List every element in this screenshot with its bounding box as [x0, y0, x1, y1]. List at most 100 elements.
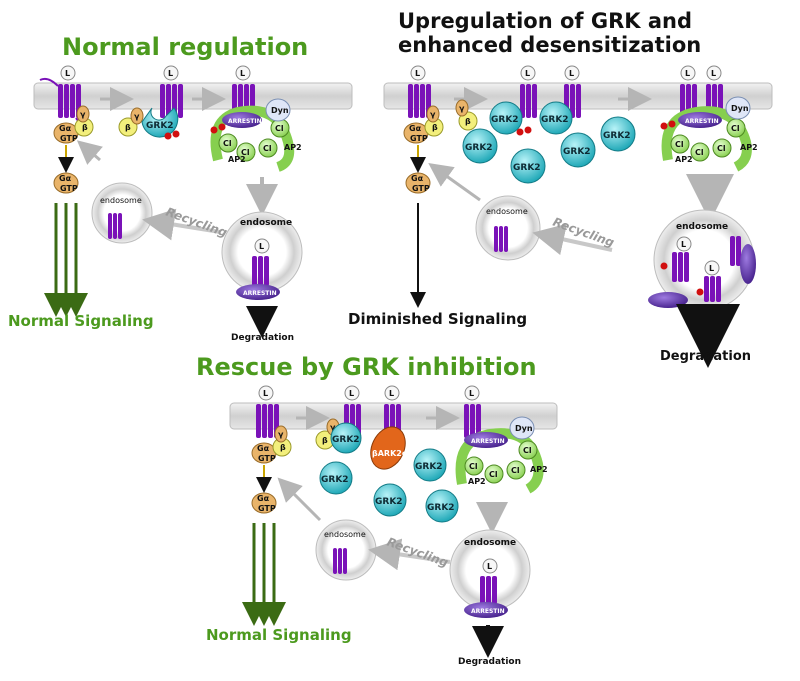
clathrin-label: Cl: [469, 462, 478, 471]
clathrin-label: Cl: [263, 144, 272, 153]
recycling-arrow: [368, 538, 451, 571]
beta-label: β: [465, 117, 471, 126]
title-upregulation-line1: Upregulation of GRK and: [398, 9, 692, 33]
arrestin-label: ARRESTIN: [471, 438, 505, 445]
clathrin-label: Cl: [717, 144, 726, 153]
ligand-label: L: [569, 69, 574, 78]
endosome-label: endosome: [676, 222, 728, 232]
ap2-label: AP2: [468, 477, 486, 486]
ap2-label: AP2: [530, 465, 548, 474]
ligand-label: L: [681, 240, 686, 249]
dyn-label: Dyn: [515, 424, 533, 433]
endosome-label: endosome: [100, 196, 142, 205]
g-beta-gamma: β γ: [455, 99, 478, 131]
g-protein: Gα GTP β γ: [53, 105, 94, 144]
ap2-label: AP2: [284, 143, 302, 152]
ligand-label: L: [487, 562, 492, 571]
endosome-degradation: endosome L ARRESTIN: [221, 211, 303, 300]
internalization-complex: L Cl Cl Cl Cl AP2 AP2 ARRESTIN Dyn: [210, 65, 302, 172]
g-alpha-free-label: Gα: [59, 174, 72, 183]
beta-label: β: [125, 123, 131, 132]
panel-rescue: L Gα GTP β γ Gα GTP Normal Signaling β γ: [206, 385, 558, 667]
dyn-label: Dyn: [271, 106, 289, 115]
gamma-label: γ: [134, 112, 140, 121]
gamma-label: γ: [278, 430, 284, 439]
grk2-pool-inhibited: GRK2 GRK2 GRK2 GRK2: [319, 448, 459, 523]
panel-normal-regulation: L Gα GTP β γ Gα GTP Normal Signaling: [8, 65, 353, 343]
grk2-pool-upregulated: GRK2 GRK2 GRK2 GRK2: [462, 116, 636, 184]
endosome-label: endosome: [324, 530, 366, 539]
grk2-enzyme: [141, 107, 179, 138]
normal-signaling-label: Normal Signaling: [8, 312, 154, 330]
ligand-label: L: [240, 69, 245, 78]
dynamin: [265, 98, 291, 122]
endosome-recycling: endosome: [475, 195, 541, 261]
recycling-label: Recycling: [164, 205, 229, 240]
ligand: [60, 65, 76, 81]
g-alpha-label: Gα: [409, 124, 422, 133]
g-beta-gamma: β γ: [118, 107, 144, 137]
clathrin-label: Cl: [523, 446, 532, 455]
ligand-label: L: [525, 69, 530, 78]
clathrin-label: Cl: [275, 124, 284, 133]
ligand-label: L: [469, 389, 474, 398]
ap2-label: AP2: [675, 155, 693, 164]
gtp-free-label: GTP: [258, 504, 276, 513]
endosome-label: endosome: [486, 207, 528, 216]
title-rescue: Rescue by GRK inhibition: [196, 353, 537, 381]
grk2-label: GRK2: [563, 147, 591, 157]
grk2-label: GRK2: [415, 462, 443, 472]
g-protein: Gα GTP β γ: [403, 105, 444, 144]
clathrin-label: Cl: [489, 470, 498, 479]
endosome-label: endosome: [240, 218, 292, 228]
beta-label: β: [82, 123, 88, 132]
ligand-label: L: [168, 69, 173, 78]
bark2ct-inhibitor: βARK2ct: [370, 426, 411, 470]
g-protein: Gα GTP β γ: [251, 425, 292, 464]
g-alpha-label: Gα: [59, 124, 72, 133]
ligand-label: L: [263, 389, 268, 398]
gtp-label: GTP: [60, 134, 78, 143]
receptor-active: L: [39, 65, 81, 137]
ligand-label: L: [711, 69, 716, 78]
ligand-label: L: [65, 69, 70, 78]
return-arrow: [277, 477, 322, 522]
endosome-degradation: endosome L ARRESTIN: [449, 529, 531, 618]
ligand-label: L: [685, 69, 690, 78]
receptor-active: L: [256, 385, 279, 438]
clathrin-label: Cl: [731, 124, 740, 133]
grk2-label: GRK2: [465, 143, 493, 153]
grk2-label: GRK2: [321, 475, 349, 485]
ap2-label: AP2: [740, 143, 758, 152]
g-alpha-free-label: Gα: [257, 494, 270, 503]
gamma-label: γ: [330, 423, 336, 432]
recycling-arrow: [532, 223, 613, 256]
clathrin-label: Cl: [241, 148, 250, 157]
grk2-label: GRK2: [375, 497, 403, 507]
endosome-label: endosome: [464, 538, 516, 548]
degradation-label: Degradation: [231, 333, 294, 343]
clathrin-label: Cl: [223, 139, 232, 148]
arrestin-label: ARRESTIN: [228, 118, 262, 125]
dyn-label: Dyn: [731, 104, 749, 113]
beta-label: β: [280, 443, 286, 452]
internalization-complex: L L Cl Cl Cl Cl AP2 AP2 ARRESTIN Dyn: [660, 65, 758, 172]
gtp-free-label: GTP: [412, 184, 430, 193]
recycling-arrow: [142, 208, 221, 241]
g-alpha-label: Gα: [257, 444, 270, 453]
beta-label: β: [432, 123, 438, 132]
diminished-signaling-label: Diminished Signaling: [348, 310, 527, 328]
grk2-label: GRK2: [603, 131, 631, 141]
endosome-recycling: endosome: [91, 182, 153, 244]
receptor-grk2-bound: L GRK2: [141, 65, 183, 140]
gtp-label: GTP: [410, 134, 428, 143]
receptor-grk2-bound: L L GRK2 GRK2: [489, 65, 581, 136]
endosome-degradation: endosome L L: [648, 209, 756, 311]
title-normal-regulation: Normal regulation: [62, 33, 308, 61]
degradation-label: Degradation: [660, 349, 751, 364]
gamma-label: γ: [430, 110, 436, 119]
endosome-recycling: endosome: [315, 519, 377, 581]
ligand-label: L: [709, 264, 714, 273]
return-arrow: [76, 140, 103, 165]
